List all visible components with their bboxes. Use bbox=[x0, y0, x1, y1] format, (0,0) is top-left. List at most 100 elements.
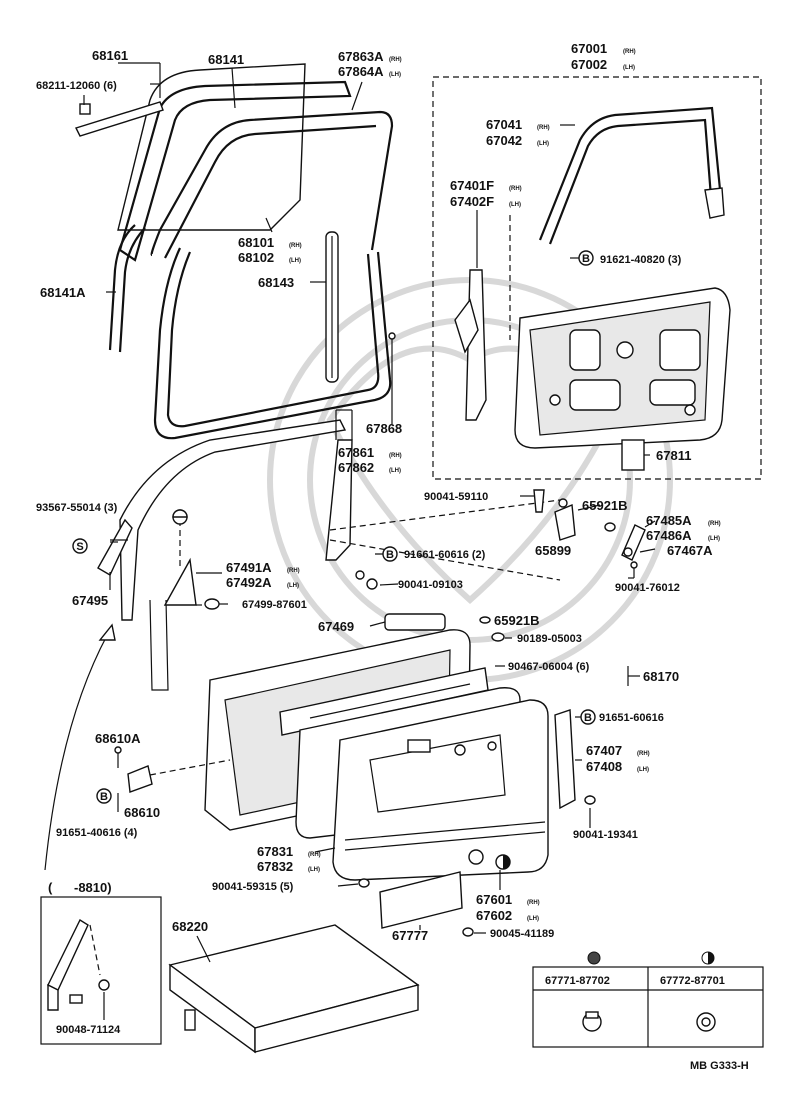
svg-text:(RH): (RH) bbox=[509, 186, 522, 192]
label-67601: 67601 bbox=[476, 892, 512, 907]
label-67811: 67811 bbox=[656, 448, 691, 463]
marker-s: S bbox=[76, 541, 83, 553]
table-col1: 67771-87702 bbox=[545, 975, 610, 987]
door-weatherstrip bbox=[150, 110, 394, 257]
table-col2: 67772-87701 bbox=[660, 975, 725, 987]
label-67041: 67041 bbox=[486, 117, 522, 132]
label-67469: 67469 bbox=[318, 619, 354, 634]
label-68143: 68143 bbox=[258, 275, 294, 290]
label-67777: 67777 bbox=[392, 928, 428, 943]
door-glass bbox=[117, 63, 306, 231]
label-90045: 90045-41189 bbox=[490, 928, 554, 940]
svg-text:(RH): (RH) bbox=[623, 49, 636, 55]
svg-text:(LH): (LH) bbox=[389, 468, 401, 474]
label-90041-09103: 90041-09103 bbox=[398, 579, 463, 591]
door-hardware bbox=[97, 489, 646, 642]
svg-text:(RH): (RH) bbox=[527, 900, 540, 906]
part-labels: 68161 68211-12060 (6) 68141 67863A (RH) … bbox=[36, 41, 749, 1072]
svg-text:(LH): (LH) bbox=[637, 767, 649, 773]
label-65921b: 65921B bbox=[582, 498, 628, 513]
svg-text:(RH): (RH) bbox=[308, 852, 321, 858]
belt-moulding bbox=[75, 101, 164, 137]
label-68102: 68102 bbox=[238, 250, 274, 265]
label-91651-40616: 91651-40616 (4) bbox=[56, 827, 138, 839]
svg-text:(LH): (LH) bbox=[527, 916, 539, 922]
inset-box bbox=[40, 896, 162, 1045]
label-67864a: 67864A bbox=[338, 64, 384, 79]
svg-text:(LH): (LH) bbox=[509, 202, 521, 208]
label-68161: 68161 bbox=[92, 48, 128, 63]
svg-text:(LH): (LH) bbox=[389, 72, 401, 78]
svg-text:(RH): (RH) bbox=[389, 453, 402, 459]
label-93567: 93567-55014 (3) bbox=[36, 502, 118, 514]
label-65921b-lower: 65921B bbox=[494, 613, 540, 628]
label-67861: 67861 bbox=[338, 445, 374, 460]
label-67486a: 67486A bbox=[646, 528, 692, 543]
label-91621: 91621-40820 (3) bbox=[600, 254, 682, 266]
label-68101: 68101 bbox=[238, 235, 274, 250]
label-90041-59110: 90041-59110 bbox=[424, 491, 488, 503]
marker-b: B bbox=[100, 791, 108, 803]
svg-text:(RH): (RH) bbox=[389, 57, 402, 63]
door-trim-panels bbox=[114, 629, 596, 937]
door-frame-pillar bbox=[44, 419, 347, 871]
label-90041-59315: 90041-59315 (5) bbox=[212, 881, 294, 893]
label-68170: 68170 bbox=[643, 669, 679, 684]
label-67495: 67495 bbox=[72, 593, 108, 608]
door-glass-assembly bbox=[75, 63, 396, 440]
label-67002: 67002 bbox=[571, 57, 607, 72]
label-90048: 90048-71124 bbox=[56, 1024, 121, 1036]
circled-markers: B S B B B bbox=[72, 250, 596, 804]
figure-code: MB G333-H bbox=[690, 1060, 749, 1072]
svg-text:(LH): (LH) bbox=[289, 258, 301, 264]
label-67499: 67499-87601 bbox=[242, 599, 307, 611]
label-91661: 91661-60616 (2) bbox=[404, 549, 486, 561]
svg-text:(LH): (LH) bbox=[537, 141, 549, 147]
label-90041-19341: 90041-19341 bbox=[573, 829, 638, 841]
svg-text:(RH): (RH) bbox=[537, 125, 550, 131]
label-67402f: 67402F bbox=[450, 194, 494, 209]
label-67401f: 67401F bbox=[450, 178, 494, 193]
label-67491a: 67491A bbox=[226, 560, 272, 575]
marker-b: B bbox=[582, 253, 590, 265]
door-board-box bbox=[168, 924, 420, 1054]
label-67862: 67862 bbox=[338, 460, 374, 475]
moulding-clip bbox=[79, 103, 91, 115]
label-65899: 65899 bbox=[535, 543, 571, 558]
glass-run-channel bbox=[118, 80, 352, 262]
label-91651-60616: 91651-60616 bbox=[599, 712, 664, 724]
door-opening-weatherstrip bbox=[153, 247, 392, 440]
label-67001: 67001 bbox=[571, 41, 607, 56]
clip-table bbox=[532, 951, 764, 1048]
label-67602: 67602 bbox=[476, 908, 512, 923]
label-67492a: 67492A bbox=[226, 575, 272, 590]
front-door-panel bbox=[454, 106, 731, 471]
label-67407: 67407 bbox=[586, 743, 622, 758]
label-68141: 68141 bbox=[208, 52, 244, 67]
armrest-pad bbox=[384, 613, 446, 631]
label-67863a: 67863A bbox=[338, 49, 384, 64]
leader-lines bbox=[83, 62, 656, 1020]
svg-text:(RH): (RH) bbox=[289, 243, 302, 249]
label-68141a: 68141A bbox=[40, 285, 86, 300]
svg-text:(LH): (LH) bbox=[308, 867, 320, 873]
label-90189: 90189-05003 bbox=[517, 633, 582, 645]
svg-text:(LH): (LH) bbox=[708, 536, 720, 542]
label-67467a: 67467A bbox=[667, 543, 713, 558]
map-pocket bbox=[379, 871, 463, 929]
marker-b: B bbox=[584, 712, 592, 724]
label-90041-76012: 90041-76012 bbox=[615, 582, 680, 594]
label-67832: 67832 bbox=[257, 859, 293, 874]
lower-run-channel bbox=[108, 224, 136, 351]
svg-text:(RH): (RH) bbox=[637, 751, 650, 757]
label-67408: 67408 bbox=[586, 759, 622, 774]
label-67831: 67831 bbox=[257, 844, 293, 859]
label-68610: 68610 bbox=[124, 805, 160, 820]
service-hole-cover bbox=[621, 439, 645, 471]
label-67868: 67868 bbox=[366, 421, 402, 436]
inset-detail bbox=[47, 918, 110, 1011]
label-68610a: 68610A bbox=[95, 731, 141, 746]
svg-text:(LH): (LH) bbox=[287, 583, 299, 589]
label-67042: 67042 bbox=[486, 133, 522, 148]
